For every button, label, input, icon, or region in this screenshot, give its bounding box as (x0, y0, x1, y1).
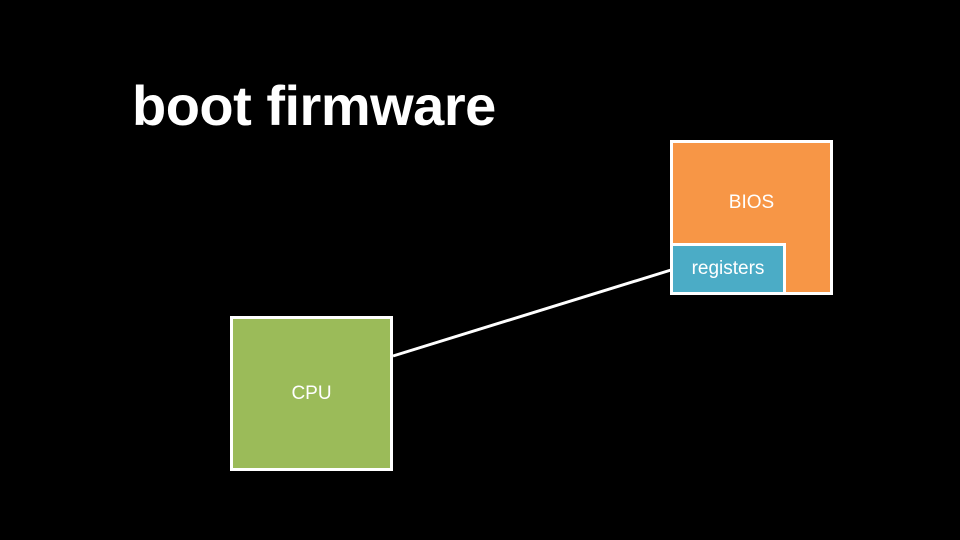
edge-cpu-registers (392, 268, 672, 358)
registers-box: registers (670, 243, 786, 295)
cpu-box: CPU (230, 316, 393, 471)
registers-label: registers (691, 258, 765, 279)
slide-title: boot firmware (132, 74, 496, 137)
bios-label: BIOS (728, 192, 775, 213)
cpu-label: CPU (291, 382, 332, 404)
